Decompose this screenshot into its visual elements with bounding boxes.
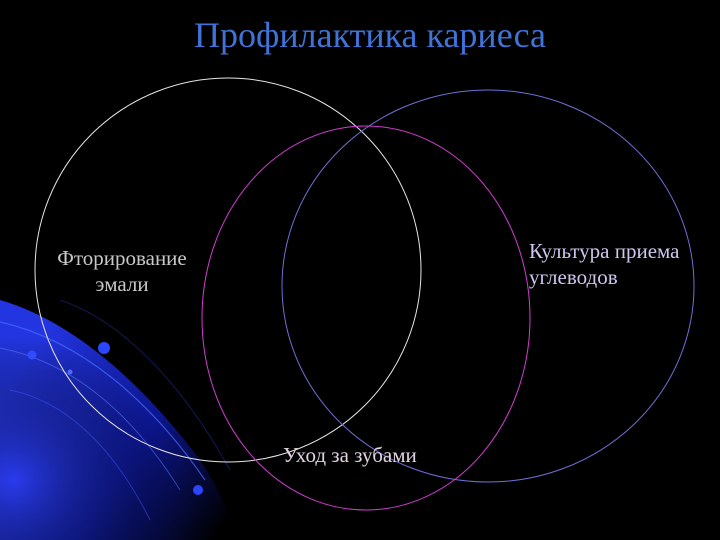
label-dental-care: Уход за зубами bbox=[283, 442, 417, 468]
decor-dot bbox=[98, 342, 110, 354]
circle-fluoridation bbox=[34, 77, 422, 463]
decor-dot bbox=[27, 350, 37, 360]
circle-dental-care bbox=[201, 125, 531, 511]
label-line: Уход за зубами bbox=[283, 443, 417, 467]
label-line: Фторирование bbox=[57, 246, 187, 270]
label-fluoridation: Фторирование эмали bbox=[36, 245, 208, 297]
label-line: Культура приема bbox=[529, 239, 680, 263]
decor-dot bbox=[193, 485, 203, 495]
slide-title: Профилактика кариеса bbox=[194, 15, 546, 55]
label-line: эмали bbox=[95, 272, 149, 296]
background-decoration bbox=[0, 299, 260, 540]
circle-carb-culture bbox=[281, 89, 695, 483]
label-line: углеводов bbox=[529, 265, 618, 289]
decor-dot bbox=[67, 369, 73, 375]
label-carb-culture: Культура приема углеводов bbox=[529, 238, 680, 290]
